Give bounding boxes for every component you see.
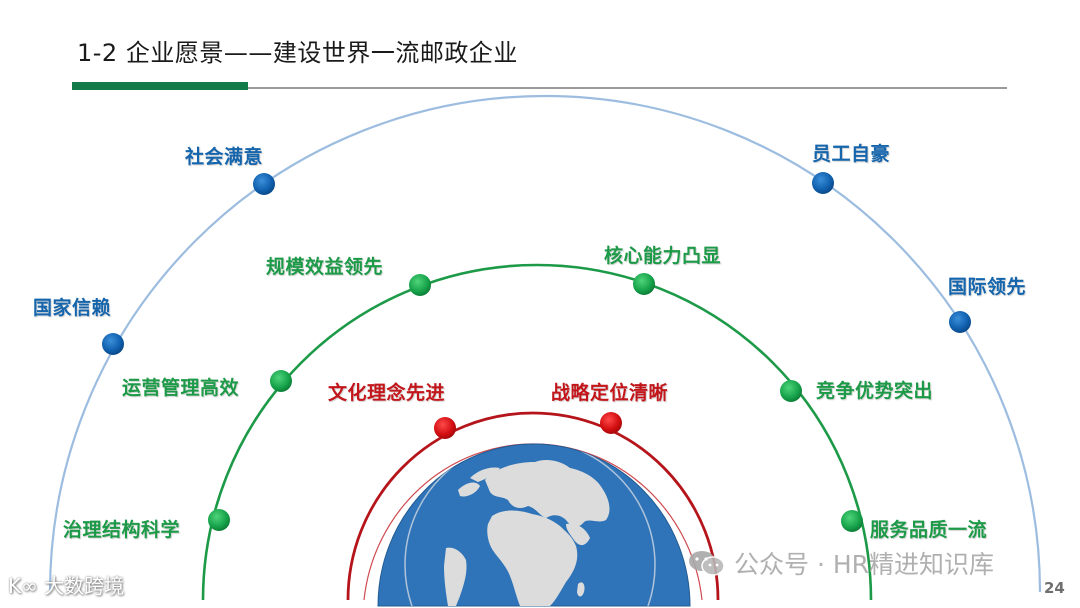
label-zhanlue-dingwei: 战略定位清晰 xyxy=(551,382,669,404)
title-accent-bar xyxy=(72,82,248,90)
label-shehui-manyi: 社会满意 xyxy=(185,146,264,168)
node-guojia-xinlai xyxy=(102,333,124,355)
watermark-left-text: 大数跨境 xyxy=(44,574,125,598)
middle-ring-arc xyxy=(201,263,873,601)
label-zhili-jiegou: 治理结构科学 xyxy=(63,519,181,541)
page-number: 24 xyxy=(1044,579,1065,597)
globe-icon xyxy=(377,443,691,607)
label-guoji-lingxian: 国际领先 xyxy=(948,276,1027,298)
label-hexin-nengli: 核心能力凸显 xyxy=(604,245,722,267)
label-fuwu-pinzhi: 服务品质一流 xyxy=(870,519,988,541)
node-hexin-nengli xyxy=(633,273,655,295)
label-yunying-guanli: 运营管理高效 xyxy=(122,377,240,399)
node-guoji-lingxian xyxy=(949,311,971,333)
label-guimo-xiaoyi: 规模效益领先 xyxy=(266,256,384,278)
label-guojia-xinlai: 国家信赖 xyxy=(33,297,112,319)
node-yunying-guanli xyxy=(270,370,292,392)
node-fuwu-pinzhi xyxy=(841,510,863,532)
label-wenhua-linian: 文化理念先进 xyxy=(328,382,446,404)
inner-ring-arc xyxy=(346,411,720,601)
page-title: 1-2 企业愿景——建设世界一流邮政企业 xyxy=(77,39,518,67)
watermark-left: K∞ 大数跨境 xyxy=(8,570,124,599)
node-zhili-jiegou xyxy=(208,509,230,531)
node-guimo-xiaoyi xyxy=(409,274,431,296)
outer-ring-arc xyxy=(48,94,1042,593)
wechat-icon xyxy=(688,549,726,583)
title-underline xyxy=(72,87,1007,89)
node-jingzheng-youshi xyxy=(780,380,802,402)
node-yuangong-zihao xyxy=(812,172,834,194)
label-jingzheng-youshi: 竞争优势突出 xyxy=(816,380,934,402)
node-shehui-manyi xyxy=(253,173,275,195)
node-wenhua-linian xyxy=(434,417,456,439)
node-zhanlue-dingwei xyxy=(600,412,622,434)
label-yuangong-zihao: 员工自豪 xyxy=(812,143,891,165)
watermark-logo-icon: K∞ xyxy=(8,574,38,598)
watermark-right: 公众号 · HR精进知识库 xyxy=(688,545,994,583)
watermark-right-text: 公众号 · HR精进知识库 xyxy=(734,550,995,579)
